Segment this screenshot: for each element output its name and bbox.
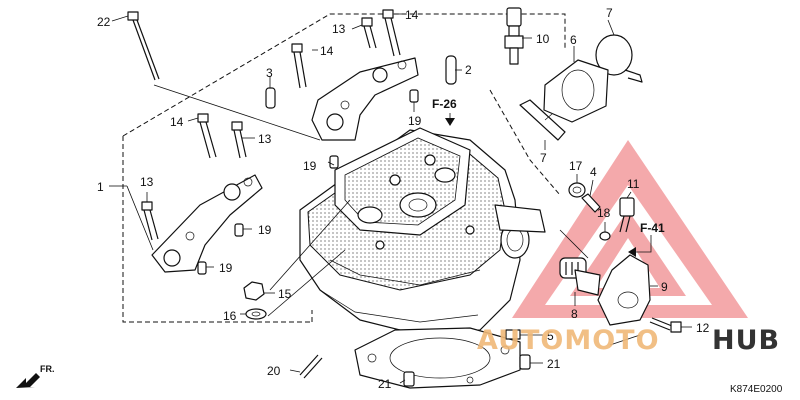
valve-guide-2 xyxy=(445,55,457,85)
callout-14: 14 xyxy=(405,8,419,22)
callout-14: 14 xyxy=(170,115,184,129)
callout-20: 20 xyxy=(267,364,281,378)
dowel-3 xyxy=(265,87,276,109)
thermostat-8 xyxy=(559,257,601,296)
callout-15: 15 xyxy=(278,287,292,301)
oring-17 xyxy=(568,182,586,198)
bolt-14-top xyxy=(382,9,401,57)
ref-f26-arrow xyxy=(445,113,455,126)
stud-20 xyxy=(299,354,323,379)
leader-lines xyxy=(109,13,692,384)
callout-8: 8 xyxy=(571,307,578,321)
callout-14: 14 xyxy=(320,44,334,58)
bolt-13-top xyxy=(361,17,377,49)
nut-15 xyxy=(243,281,265,301)
front-direction-marker: FR. xyxy=(16,364,55,388)
insulator-6 xyxy=(543,59,609,123)
bolt-4 xyxy=(581,193,601,213)
bolt-22 xyxy=(127,11,160,81)
bolt-14-mid xyxy=(291,43,307,89)
oring-18 xyxy=(599,231,611,241)
cylinder-head xyxy=(299,127,546,336)
watermark-text-automoto: AUTOMOTO xyxy=(477,325,660,356)
bolt-13-lower xyxy=(231,121,247,159)
callout-17: 17 xyxy=(569,159,583,173)
diagram-code: K874E0200 xyxy=(730,384,783,395)
dowel-19-bottom xyxy=(197,261,207,275)
callout-21: 21 xyxy=(378,377,392,391)
assembly-boundary xyxy=(122,13,566,323)
water-outlet-9 xyxy=(597,254,651,326)
callout-21: 21 xyxy=(547,357,561,371)
ref-label-f41: F-41 xyxy=(640,221,665,235)
bolt-14-lower xyxy=(197,113,217,159)
camshaft-holder-upper xyxy=(311,57,419,141)
bolt-5 xyxy=(505,329,521,340)
callout-10: 10 xyxy=(536,32,550,46)
spark-plug xyxy=(504,7,524,65)
callout-22: 22 xyxy=(97,15,111,29)
callout-19: 19 xyxy=(303,159,317,173)
dowel-21-right xyxy=(519,354,531,370)
callout-9: 9 xyxy=(661,280,668,294)
callout-6: 6 xyxy=(570,33,577,47)
callout-13: 13 xyxy=(258,132,272,146)
callout-16: 16 xyxy=(223,309,237,323)
callout-2: 2 xyxy=(465,63,472,77)
callout-1: 1 xyxy=(97,180,104,194)
watermark-text: AUTOMOTO HUB xyxy=(477,325,780,356)
front-marker-label: FR. xyxy=(40,364,55,374)
callout-13: 13 xyxy=(140,175,154,189)
clamp-7-bottom xyxy=(519,99,566,141)
callout-labels: 22 13 14 14 3 2 10 6 7 7 19 19 14 13 1 1… xyxy=(97,6,710,391)
ref-label-f26: F-26 xyxy=(432,97,457,111)
callout-18: 18 xyxy=(597,206,611,220)
callout-12: 12 xyxy=(696,321,710,335)
dowel-21-left xyxy=(403,371,415,387)
callout-19: 19 xyxy=(258,223,272,237)
dowel-19-mid xyxy=(329,155,339,169)
callout-11: 11 xyxy=(627,177,640,191)
callout-4: 4 xyxy=(590,165,597,179)
washer-16 xyxy=(245,308,267,320)
dowel-19-top xyxy=(409,89,419,103)
callout-5: 5 xyxy=(547,329,554,343)
callout-13: 13 xyxy=(332,22,346,36)
callout-3: 3 xyxy=(266,66,273,80)
callout-19: 19 xyxy=(408,114,422,128)
callout-7: 7 xyxy=(540,151,547,165)
dowel-19-right xyxy=(234,223,244,237)
watermark-text-hub: HUB xyxy=(712,325,780,356)
head-gasket xyxy=(354,327,521,389)
callout-19: 19 xyxy=(219,261,233,275)
camshaft-holder-lower xyxy=(151,174,263,273)
bolt-13-left xyxy=(141,201,159,241)
ref-f41-arrow xyxy=(628,235,652,257)
callout-7: 7 xyxy=(606,6,613,20)
